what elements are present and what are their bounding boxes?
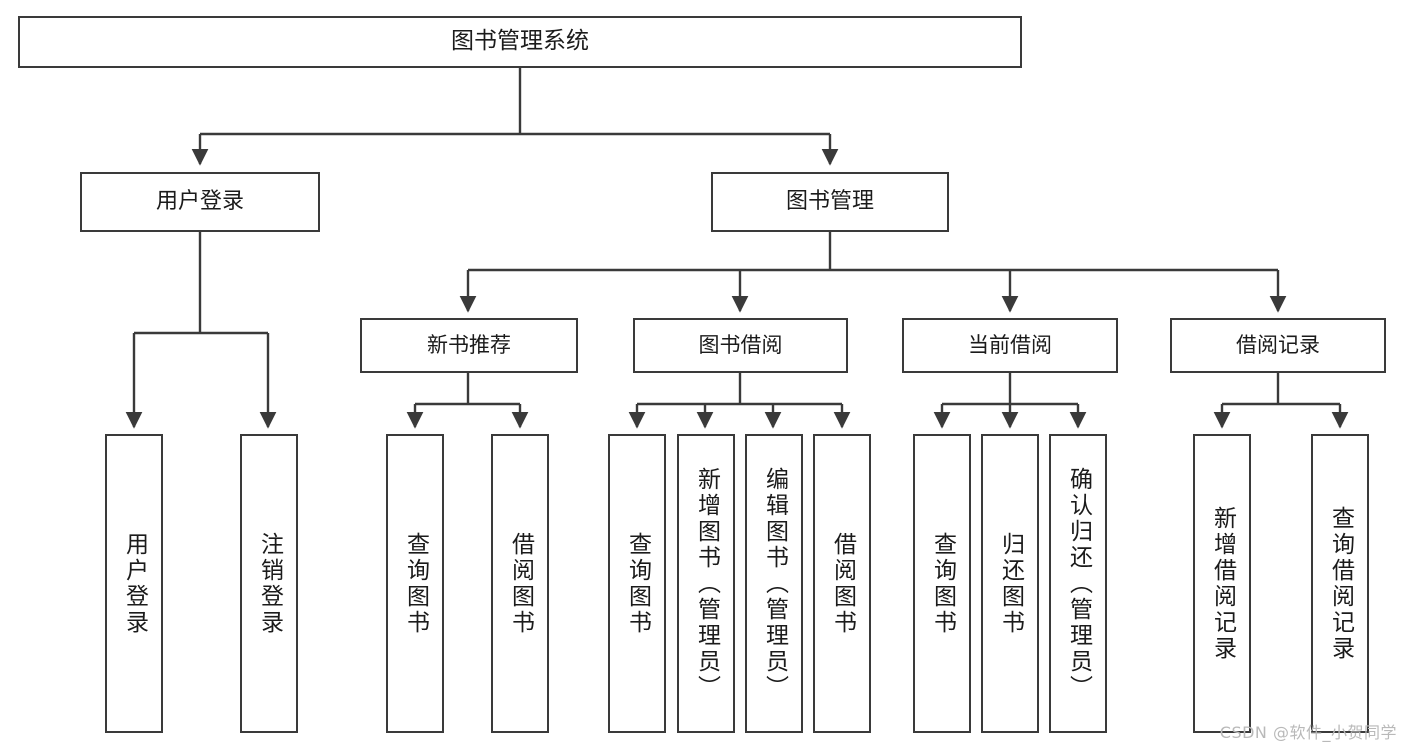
node-leaf-borrow-book-1[interactable]: 借阅图书 [491,434,549,733]
node-leaf-logout-label: 注销登录 [256,531,283,636]
node-leaf-borrow-book-1-label: 借阅图书 [507,531,534,636]
node-book-borrow[interactable]: 图书借阅 [633,318,848,373]
node-leaf-query-book-1-label: 查询图书 [402,531,429,636]
node-leaf-return-book-label: 归还图书 [997,531,1024,636]
node-leaf-borrow-book-2-label: 借阅图书 [829,531,856,636]
node-leaf-user-login[interactable]: 用户登录 [105,434,163,733]
csdn-watermark: CSDN @软件_小贺同学 [1219,723,1397,742]
node-leaf-borrow-book-2[interactable]: 借阅图书 [813,434,871,733]
node-leaf-query-record-label: 查询借阅记录 [1327,505,1354,662]
node-leaf-edit-book[interactable]: 编辑图书（管理员） [745,434,803,733]
node-user-login-label: 用户登录 [155,189,244,215]
node-leaf-query-book-1[interactable]: 查询图书 [386,434,444,733]
node-leaf-query-book-3-label: 查询图书 [929,531,956,636]
node-leaf-user-login-label: 用户登录 [121,531,148,636]
node-leaf-edit-book-label: 编辑图书（管理员） [761,466,788,701]
node-root-label: 图书管理系统 [451,28,589,55]
node-leaf-add-record-label: 新增借阅记录 [1209,505,1236,662]
node-leaf-query-book-2[interactable]: 查询图书 [608,434,666,733]
node-book-manage[interactable]: 图书管理 [711,172,949,232]
node-leaf-confirm-return-label: 确认归还（管理员） [1065,466,1092,701]
node-new-book-recommendation-label: 新书推荐 [427,333,511,358]
node-new-book-recommendation[interactable]: 新书推荐 [360,318,578,373]
node-root[interactable]: 图书管理系统 [18,16,1022,68]
node-user-login[interactable]: 用户登录 [80,172,320,232]
node-leaf-query-book-2-label: 查询图书 [624,531,651,636]
node-borrow-record[interactable]: 借阅记录 [1170,318,1386,373]
node-book-manage-label: 图书管理 [785,189,874,215]
node-current-borrow-label: 当前借阅 [968,333,1052,358]
node-leaf-return-book[interactable]: 归还图书 [981,434,1039,733]
node-leaf-query-record[interactable]: 查询借阅记录 [1311,434,1369,733]
node-leaf-add-record[interactable]: 新增借阅记录 [1193,434,1251,733]
node-borrow-record-label: 借阅记录 [1236,333,1320,358]
node-leaf-logout[interactable]: 注销登录 [240,434,298,733]
node-leaf-add-book[interactable]: 新增图书（管理员） [677,434,735,733]
node-book-borrow-label: 图书借阅 [698,333,783,358]
node-current-borrow[interactable]: 当前借阅 [902,318,1118,373]
node-leaf-add-book-label: 新增图书（管理员） [693,466,720,701]
node-leaf-query-book-3[interactable]: 查询图书 [913,434,971,733]
node-leaf-confirm-return[interactable]: 确认归还（管理员） [1049,434,1107,733]
